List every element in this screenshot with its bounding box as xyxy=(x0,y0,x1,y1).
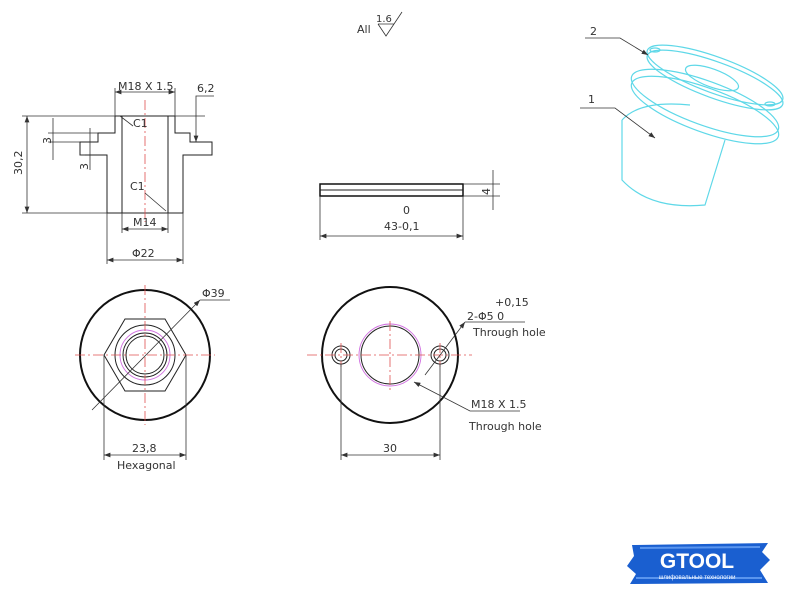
surface-finish-value: 1.6 xyxy=(376,14,392,25)
hex-width-dim: 23,8 xyxy=(132,442,157,455)
plate-side-view: 4 0 43-0,1 xyxy=(319,170,500,240)
chamfer-top: C1 xyxy=(133,117,148,130)
surface-finish-label: All xyxy=(357,23,371,36)
hex-label: Hexagonal xyxy=(117,459,176,472)
section-view: M18 X 1.5 6,2 C1 C1 30,2 3 3 M14 Φ22 xyxy=(12,80,215,264)
callout-1: 1 xyxy=(588,93,595,106)
thread-top-dim: M18 X 1.5 xyxy=(118,80,174,93)
surface-finish-symbol: All 1.6 xyxy=(357,11,403,37)
thread-note: Through hole xyxy=(468,420,542,433)
step2-dim: 3 xyxy=(78,163,91,170)
step1-dim: 3 xyxy=(41,137,54,144)
hole-tolerance: +0,15 xyxy=(495,296,529,309)
dim-6-2: 6,2 xyxy=(197,82,215,95)
hole-note: Through hole xyxy=(472,326,546,339)
nut-diameter-dim: Φ39 xyxy=(202,287,225,300)
width-tol: 0 xyxy=(403,204,410,217)
hole-spacing-dim: 30 xyxy=(383,442,397,455)
isometric-view: 2 1 xyxy=(580,25,784,207)
nut-front-view: Φ39 23,8 Hexagonal xyxy=(75,285,230,472)
thread-spec: M18 X 1.5 xyxy=(471,398,527,411)
thickness-dim: 4 xyxy=(480,188,493,195)
outer-diameter-dim: Φ22 xyxy=(132,247,155,260)
height-dim: 30,2 xyxy=(12,151,25,176)
logo-brand: GTOOL xyxy=(660,550,734,573)
chamfer-bottom: C1 xyxy=(130,180,145,193)
logo-tagline: шлифовальные технологии xyxy=(659,575,736,581)
width-dim: 43-0,1 xyxy=(384,220,419,233)
plate-front-view: +0,15 2-Φ5 0 Through hole M18 X 1.5 Thro… xyxy=(307,286,546,460)
gtool-logo: GTOOL шлифовальные технологии xyxy=(627,543,770,584)
hole-spec: 2-Φ5 0 xyxy=(467,310,504,323)
thread-bottom-dim: M14 xyxy=(133,216,157,229)
callout-2: 2 xyxy=(590,25,597,38)
roughness-triangle-icon xyxy=(377,11,403,37)
